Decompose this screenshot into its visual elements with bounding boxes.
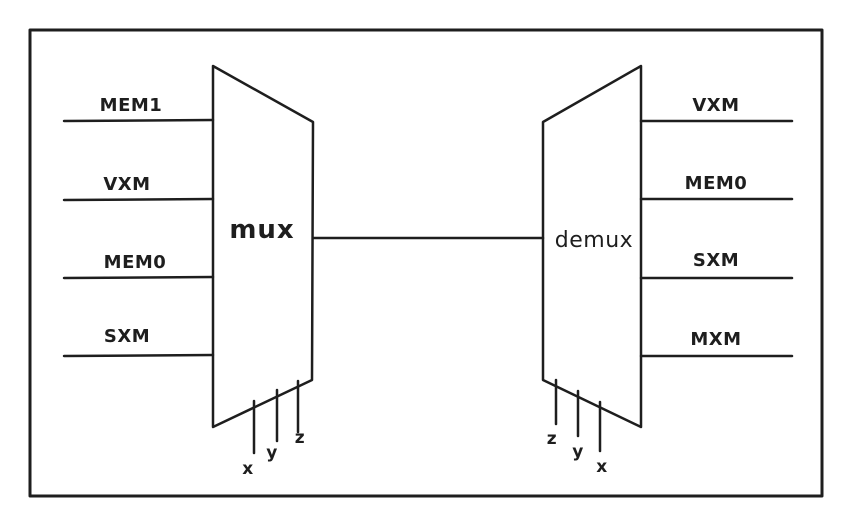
demux-selects: z y x — [547, 378, 607, 477]
mux-inputs: MEM1 VXM MEM0 SXM — [62, 95, 215, 358]
mux-input-label: SXM — [104, 326, 150, 347]
mux-input-label: MEM0 — [104, 252, 167, 273]
mux-input-line — [62, 275, 215, 280]
demux-select-label: y — [572, 442, 584, 462]
diagram-frame — [28, 28, 824, 498]
mux-input-label: VXM — [103, 174, 150, 195]
mux-input-line — [62, 197, 215, 202]
demux-label: demux — [555, 228, 633, 253]
mux-input-label: MEM1 — [100, 95, 163, 116]
mux-input-line — [62, 353, 215, 358]
mux-label: mux — [229, 215, 294, 245]
demux-output-label: MEM0 — [685, 173, 748, 194]
mux-select-label: z — [295, 428, 305, 448]
demux-block: demux — [541, 64, 643, 429]
demux-select-label: x — [596, 457, 607, 477]
demux-select-label: z — [547, 429, 557, 449]
demux-outputs: VXM MEM0 SXM MXM — [639, 95, 794, 358]
demux-output-label: MXM — [690, 329, 741, 350]
mux-block: mux — [211, 64, 315, 429]
demux-output-label: SXM — [693, 250, 739, 271]
mux-select-label: y — [266, 443, 278, 463]
demux-output-label: VXM — [692, 95, 739, 116]
demux-trapezoid — [541, 64, 643, 429]
mux-trapezoid — [211, 64, 315, 429]
mux-select-label: x — [242, 459, 253, 479]
mux-selects: x y z — [242, 379, 305, 479]
mux-input-line — [62, 118, 215, 123]
